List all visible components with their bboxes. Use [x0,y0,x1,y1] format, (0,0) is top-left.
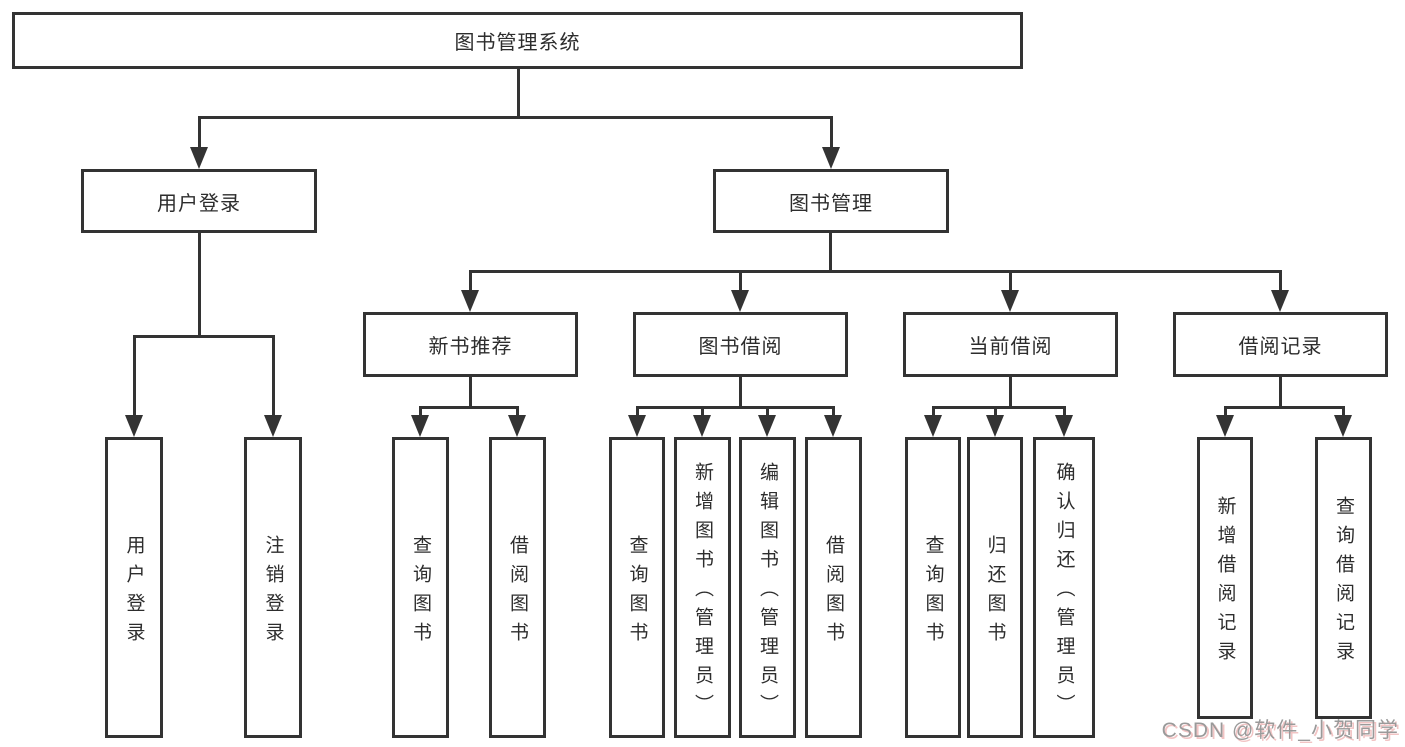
connector-vline [829,233,832,273]
leaf-cb-confirm-return-admin-label: 确认归还（管理员） [1053,462,1075,723]
connector-hline [133,335,275,338]
arrowhead-icon [264,415,282,437]
node-new-book-recommend: 新书推荐 [363,312,578,377]
arrowhead-icon [758,415,776,437]
connector-vline [198,233,201,338]
leaf-bb-query-books: 查询图书 [609,437,665,738]
node-borrow-record-label: 借阅记录 [1238,336,1323,358]
connector-vline [272,335,275,418]
connector-vline [516,406,519,418]
leaf-bb-query-books-label: 查询图书 [626,534,648,651]
node-library-system-label: 图书管理系统 [454,32,581,54]
leaf-bb-add-books-admin: 新增图书（管理员） [674,437,731,738]
connector-vline [1009,270,1012,295]
connector-vline [766,406,769,418]
connector-vline [830,116,833,150]
arrowhead-icon [986,415,1004,437]
node-current-borrow: 当前借阅 [903,312,1118,377]
connector-hline [1224,406,1345,409]
leaf-br-add-record: 新增借阅记录 [1197,437,1253,719]
connector-hline [198,116,833,119]
node-current-borrow-label: 当前借阅 [968,336,1053,358]
node-book-management-label: 图书管理 [789,192,873,215]
arrowhead-icon [508,415,526,437]
connector-vline [739,377,742,409]
leaf-cb-query-books: 查询图书 [905,437,961,738]
leaf-logout: 注销登录 [244,437,302,738]
connector-vline [419,406,422,418]
arrowhead-icon [822,147,840,169]
leaf-bb-add-books-admin-label: 新增图书（管理员） [692,462,713,723]
node-library-system: 图书管理系统 [12,12,1023,69]
leaf-bb-edit-books-admin-label: 编辑图书（管理员） [757,462,778,723]
arrowhead-icon [1001,290,1019,312]
connector-vline [469,377,472,409]
leaf-nb-query-books-label: 查询图书 [410,534,431,651]
connector-vline [1279,270,1282,295]
connector-vline [739,270,742,295]
arrowhead-icon [824,415,842,437]
node-user-login-label: 用户登录 [157,192,241,215]
arrowhead-icon [190,147,208,169]
node-book-borrow-label: 图书借阅 [698,336,783,358]
connector-vline [994,406,997,418]
leaf-br-query-record: 查询借阅记录 [1315,437,1372,719]
arrowhead-icon [628,415,646,437]
leaf-user-login-label: 用户登录 [123,534,145,651]
arrowhead-icon [1216,415,1234,437]
connector-vline [1342,406,1345,418]
connector-vline [1063,406,1066,418]
connector-hline [636,406,835,409]
node-borrow-record: 借阅记录 [1173,312,1388,377]
leaf-bb-borrow-books-label: 借阅图书 [823,534,844,651]
arrowhead-icon [461,290,479,312]
connector-vline [517,68,520,118]
connector-vline [198,116,201,150]
connector-hline [469,270,1282,273]
arrowhead-icon [411,415,429,437]
arrowhead-icon [1334,415,1352,437]
connector-vline [1224,406,1227,418]
arrowhead-icon [731,290,749,312]
connector-vline [832,406,835,418]
leaf-logout-label: 注销登录 [262,534,284,651]
leaf-cb-return-books: 归还图书 [967,437,1023,738]
leaf-nb-borrow-books-label: 借阅图书 [507,534,528,651]
connector-vline [932,406,935,418]
arrowhead-icon [125,415,143,437]
leaf-bb-edit-books-admin: 编辑图书（管理员） [739,437,796,738]
leaf-cb-confirm-return-admin: 确认归还（管理员） [1033,437,1095,738]
node-book-borrow: 图书借阅 [633,312,848,377]
connector-vline [636,406,639,418]
arrowhead-icon [1055,415,1073,437]
connector-hline [419,406,519,409]
leaf-nb-borrow-books: 借阅图书 [489,437,546,738]
leaf-cb-return-books-label: 归还图书 [984,534,1006,651]
connector-vline [1009,377,1012,409]
leaf-nb-query-books: 查询图书 [392,437,449,738]
leaf-br-query-record-label: 查询借阅记录 [1333,496,1354,670]
node-user-login: 用户登录 [81,169,317,233]
leaf-br-add-record-label: 新增借阅记录 [1214,496,1236,670]
leaf-bb-borrow-books: 借阅图书 [805,437,862,738]
connector-vline [1279,377,1282,409]
arrowhead-icon [693,415,711,437]
connector-vline [701,406,704,418]
connector-vline [133,335,136,418]
node-new-book-recommend-label: 新书推荐 [428,336,513,358]
watermark: CSDN @软件_小贺同学 [1161,719,1399,742]
arrowhead-icon [1271,290,1289,312]
node-book-management: 图书管理 [713,169,949,233]
connector-vline [469,270,472,295]
leaf-user-login: 用户登录 [105,437,163,738]
connector-hline [932,406,1066,409]
leaf-cb-query-books-label: 查询图书 [922,534,944,651]
arrowhead-icon [924,415,942,437]
